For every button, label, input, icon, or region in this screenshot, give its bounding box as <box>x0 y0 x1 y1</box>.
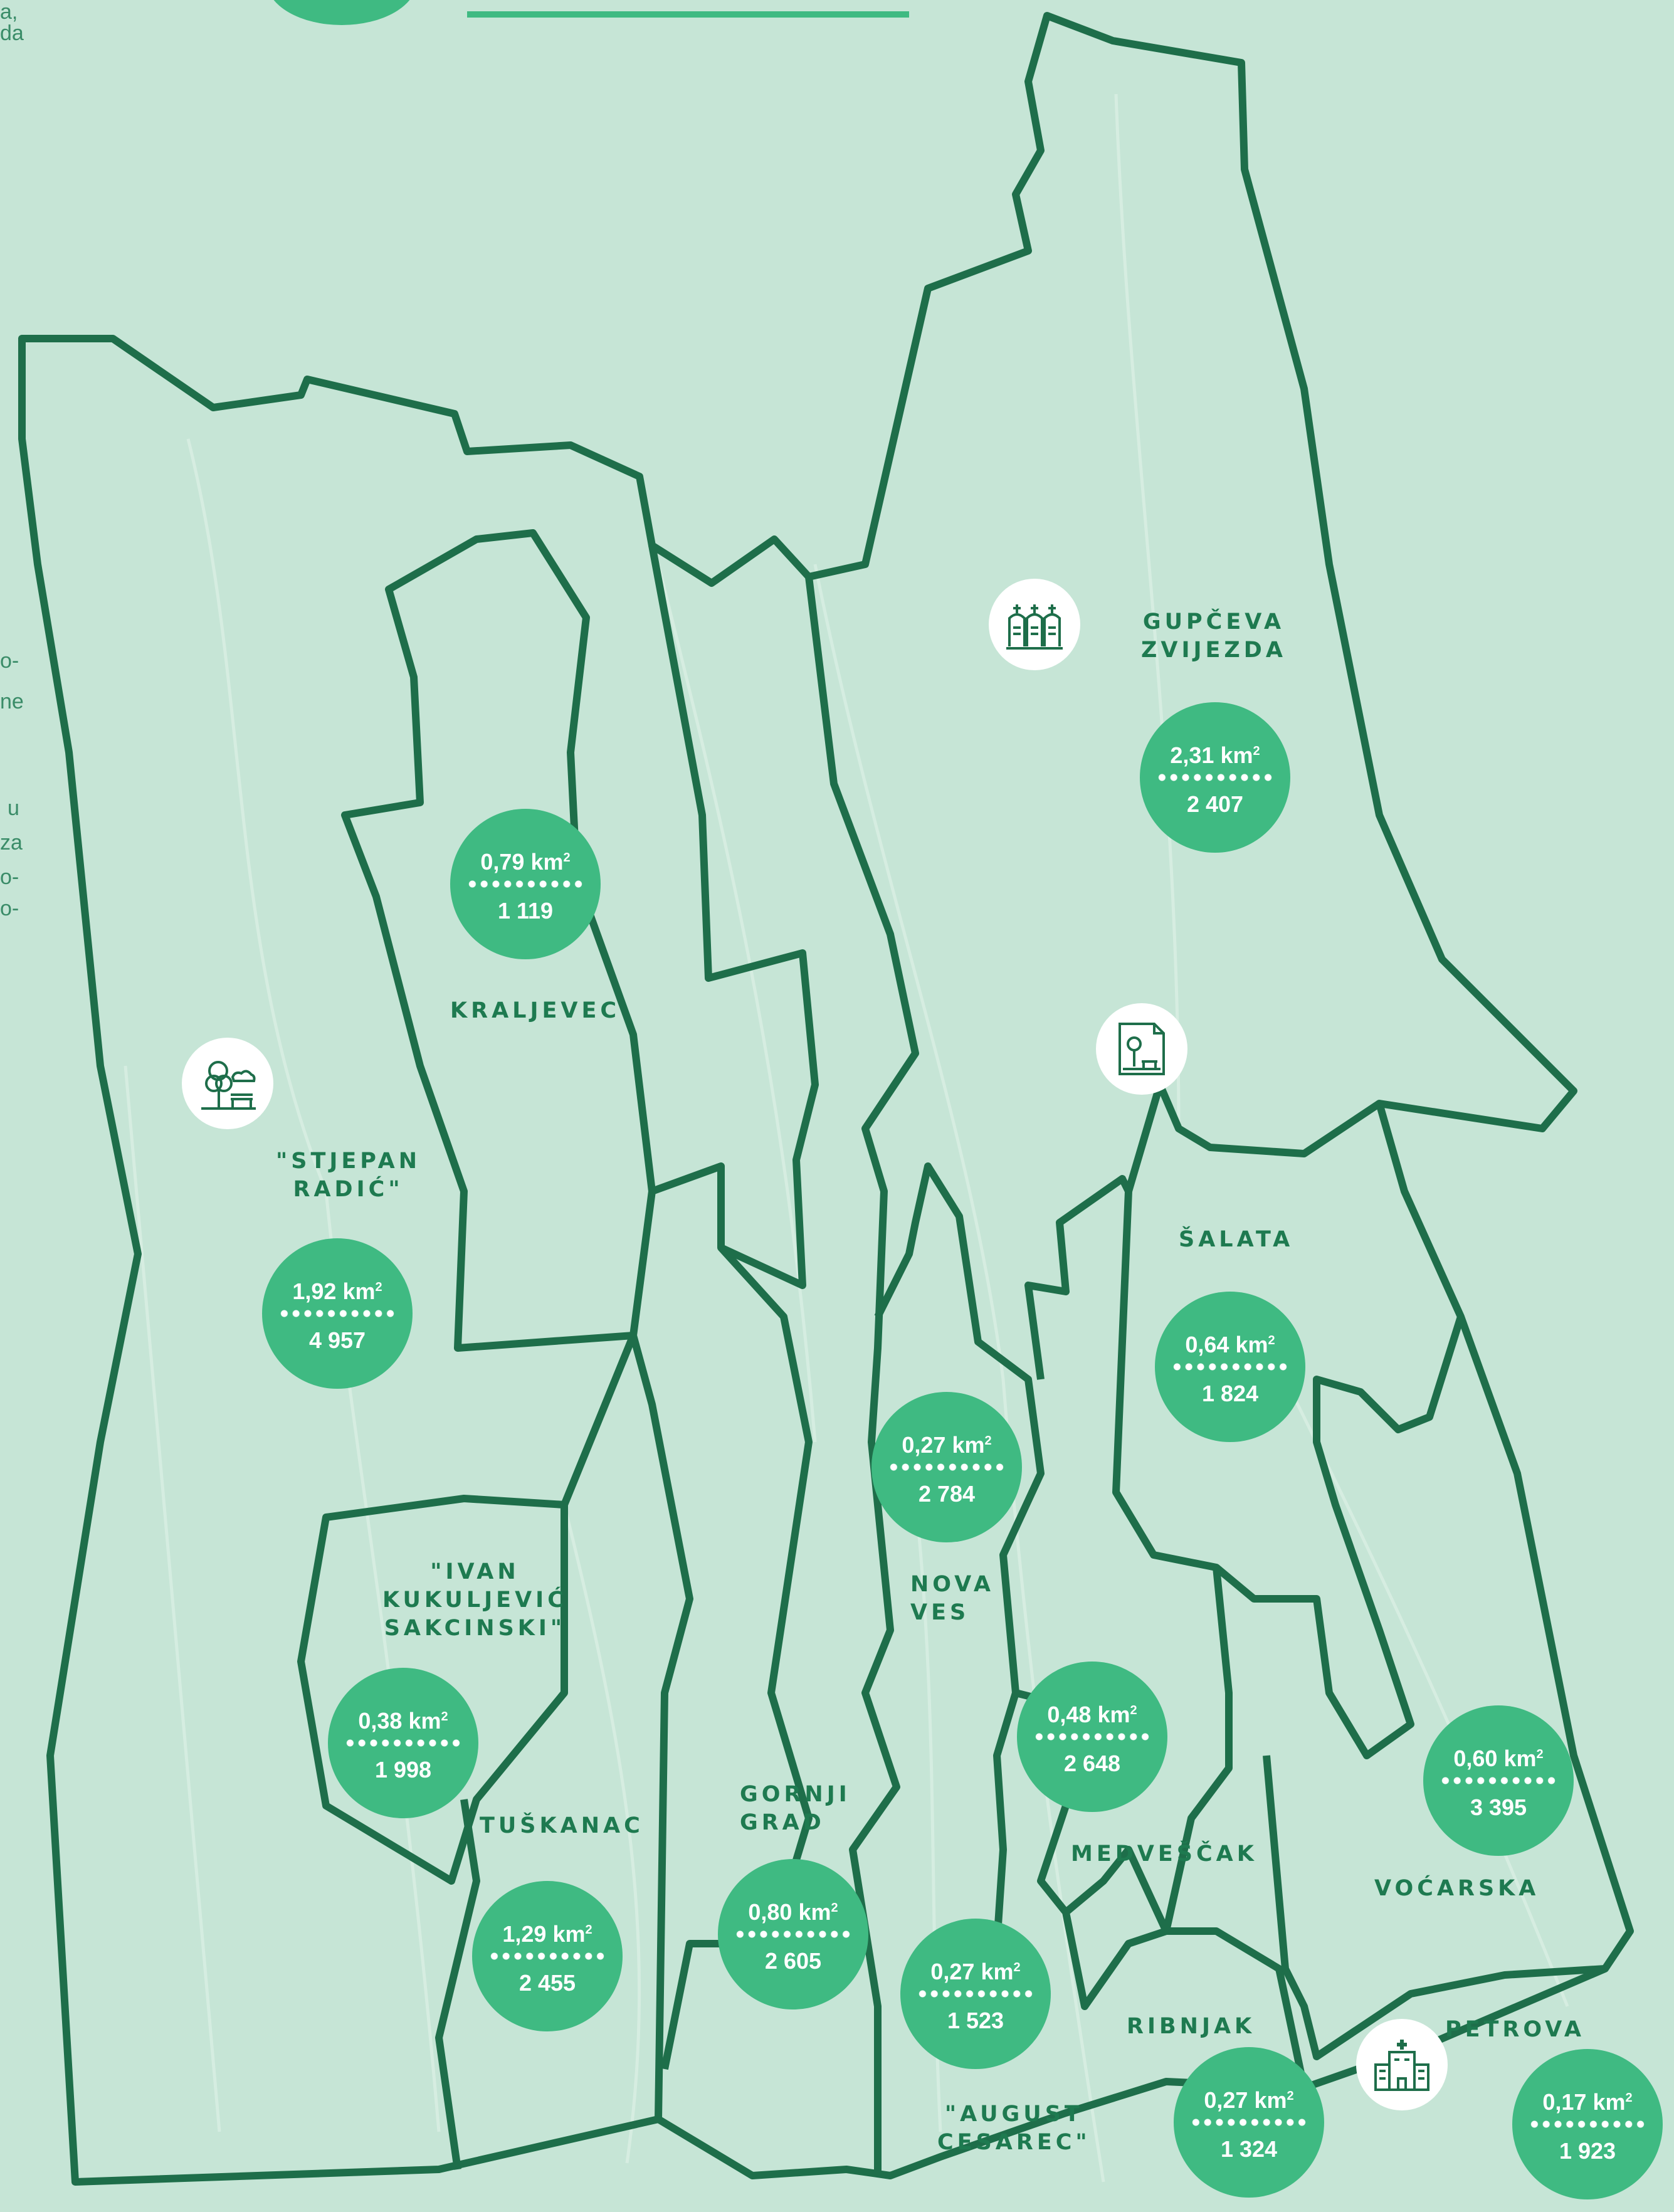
label-novaves: NOVA VES <box>910 1572 994 1625</box>
park-icon <box>182 1038 273 1129</box>
park-map-icon <box>1096 1003 1187 1095</box>
badge-petrova: 0,17 km2 1 923 <box>1512 2049 1663 2199</box>
edge-text-5: u <box>8 796 19 820</box>
label-vocarska: VOĆARSKA <box>1374 1876 1540 1901</box>
boundary-center <box>648 544 919 2176</box>
boundary-novaves <box>874 1162 1045 2026</box>
label-kukuljevic: "IVAN KUKULJEVIĆ SAKCINSKI" <box>382 1559 567 1641</box>
label-cesarec: "AUGUST CESAREC" <box>937 2102 1091 2155</box>
edge-text-1: a, <box>0 0 18 24</box>
street-network <box>124 93 1569 2183</box>
edge-text-8: o- <box>0 897 19 920</box>
badge-gupceva: 2,31 km2 2 407 <box>1140 702 1290 853</box>
edge-text-3: o- <box>0 649 19 673</box>
boundary-vocarska <box>1263 1755 1606 2060</box>
badge-kukuljevic: 0,38 km2 1 998 <box>328 1668 478 1818</box>
label-gupceva: GUPČEVA ZVIJEZDA <box>1141 609 1287 663</box>
badge-kraljevec: 0,79 km2 1 119 <box>450 809 601 959</box>
boundary-medvescak <box>1014 1567 1308 2089</box>
edge-text-4: ne <box>0 690 24 714</box>
badge-medvescak: 0,48 km2 2 648 <box>1017 1662 1167 1812</box>
label-radic: "STJEPAN RADIĆ" <box>276 1149 421 1202</box>
badge-cesarec: 0,27 km2 1 523 <box>900 1919 1051 2069</box>
label-ribnjak: RIBNJAK <box>1127 2014 1256 2039</box>
cemetery-icon <box>989 579 1080 670</box>
badge-vocarska: 0,60 km2 3 395 <box>1423 1705 1574 1856</box>
label-petrova: PETROVA <box>1445 2017 1585 2042</box>
edge-text-7: o- <box>0 865 19 889</box>
boundary-tuskanac <box>435 1332 693 2170</box>
label-medvescak: MEDVEŠČAK <box>1071 1841 1258 1867</box>
boundary-kukuljevic <box>297 1495 568 1885</box>
label-gornjigrad: GORNJI GRAD <box>740 1782 851 1835</box>
top-decor-strip <box>467 11 909 18</box>
edge-text-2: da <box>0 21 24 45</box>
top-decor-circle <box>273 0 410 25</box>
badge-radic: 1,92 km2 4 957 <box>262 1238 413 1389</box>
badge-tuskanac: 1,29 km2 2 455 <box>472 1881 623 2031</box>
district-boundaries <box>18 12 1634 2186</box>
badge-salata: 0,64 km2 1 824 <box>1155 1292 1305 1442</box>
boundary-salata <box>1024 1081 1465 1759</box>
label-salata: ŠALATA <box>1179 1227 1294 1252</box>
label-tuskanac: TUŠKANAC <box>480 1813 644 1838</box>
label-kraljevec: KRALJEVEC <box>450 998 621 1023</box>
badge-gornjigrad: 0,80 km2 2 605 <box>718 1859 868 2009</box>
badge-novaves: 0,27 km2 2 784 <box>871 1392 1022 1542</box>
badge-ribnjak: 0,27 km2 1 324 <box>1174 2047 1324 2198</box>
edge-text-6: za <box>0 831 23 855</box>
hospital-icon <box>1356 2019 1448 2110</box>
